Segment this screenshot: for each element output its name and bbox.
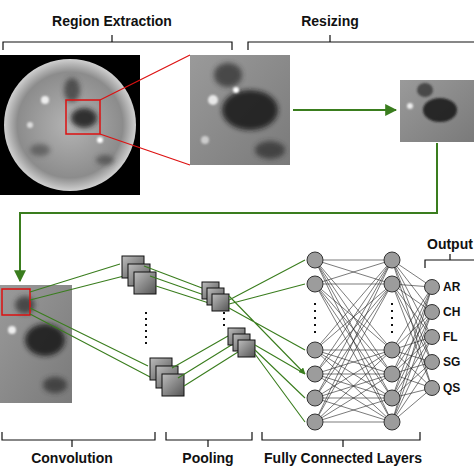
output-neuron: FL	[424, 329, 472, 345]
bracket	[166, 432, 252, 447]
stage-label: Resizing	[301, 13, 359, 30]
ellipsis-dots	[315, 303, 392, 333]
output-neuron: CH	[424, 304, 472, 320]
neuron-shape	[425, 355, 440, 370]
neuron-circle	[424, 304, 440, 320]
class-label: FL	[443, 329, 458, 345]
neuron-shape	[425, 330, 440, 345]
neuron-circle	[424, 279, 440, 295]
bracket	[248, 35, 474, 50]
output-neuron: SG	[424, 354, 472, 370]
bracket	[2, 432, 155, 447]
class-label: QS	[443, 380, 460, 396]
bracket	[3, 35, 232, 50]
output-neuron: QS	[424, 380, 472, 396]
hidden-neurons	[307, 252, 400, 430]
zoom-lines	[100, 55, 190, 165]
input-image	[0, 285, 72, 403]
pool-links	[144, 266, 238, 386]
crop-image	[190, 55, 290, 165]
class-label: SG	[443, 354, 460, 370]
fc-connections	[315, 260, 432, 422]
neuron-shape	[425, 305, 440, 320]
output-neuron: AR	[424, 279, 472, 295]
sun-image	[0, 55, 140, 195]
stage-label: Pooling	[182, 450, 233, 467]
resize-arrow	[293, 109, 396, 111]
sun-features	[27, 78, 114, 165]
ellipsis-dots	[223, 312, 225, 326]
stage-label: Output	[427, 236, 473, 253]
class-label: AR	[443, 279, 460, 295]
crop-features	[201, 63, 285, 159]
kernel-window	[2, 289, 30, 315]
pool-maps	[202, 282, 255, 357]
neuron-shape	[425, 280, 440, 295]
ellipsis-dots	[145, 312, 147, 346]
stage-label: Fully Connected Layers	[264, 450, 422, 467]
neuron-circle	[424, 329, 440, 345]
input-features	[8, 296, 67, 393]
stage-label: Convolution	[31, 450, 113, 467]
bracket	[262, 432, 420, 447]
stage-label: Region Extraction	[52, 13, 172, 30]
class-label: CH	[443, 304, 460, 320]
resized-image	[400, 80, 474, 142]
neuron-circle	[424, 354, 440, 370]
fc-links	[229, 260, 305, 422]
bracket	[425, 254, 474, 268]
neuron-circle	[424, 380, 440, 396]
selection-box	[66, 100, 100, 134]
sun-disk	[4, 59, 136, 191]
neuron-shape	[425, 381, 440, 396]
resized-features	[407, 83, 457, 122]
